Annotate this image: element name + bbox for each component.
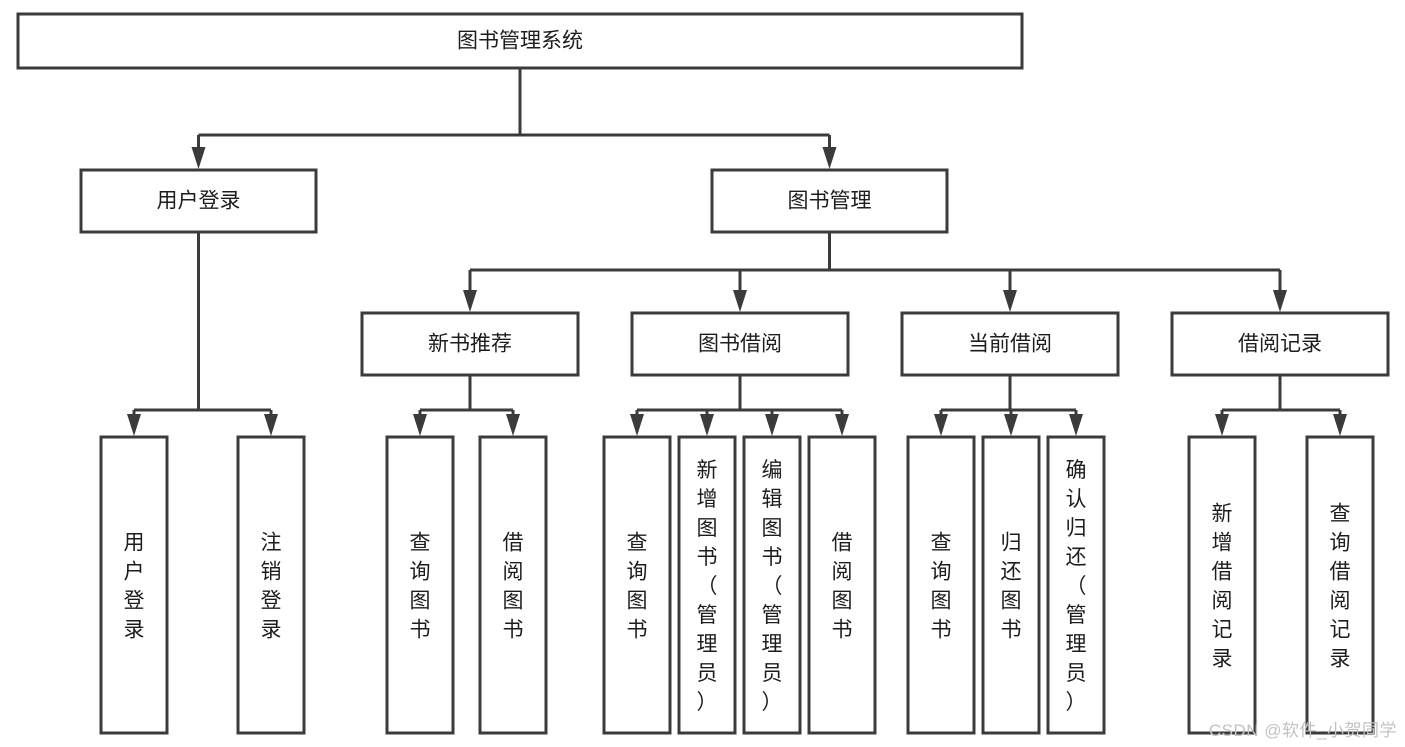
node-box-leaf-logout-login[interactable] [236, 435, 306, 735]
node-label-leaf-borrow-book-2: 借阅图书 [832, 532, 853, 642]
arrow-head-icon [413, 414, 427, 436]
node-label-leaf-add-borrow-record: 新增借阅记录 [1212, 503, 1233, 671]
arrow-head-icon [191, 147, 206, 169]
node-label-leaf-query-book-2: 查询图书 [627, 532, 648, 642]
connectors-layer [127, 68, 1347, 436]
node-label-new-book-recommend: 新书推荐 [428, 333, 512, 356]
arrow-head-icon [1069, 414, 1083, 436]
node-book-borrow[interactable]: 图书借阅 [630, 311, 850, 377]
node-root[interactable]: 图书管理系统 [16, 12, 1024, 70]
arrow-head-icon [700, 414, 714, 436]
node-label-borrow-record: 借阅记录 [1238, 333, 1322, 356]
arrow-head-icon [733, 290, 747, 312]
node-box-leaf-query-book-1[interactable] [385, 435, 455, 735]
arrow-head-icon [822, 147, 837, 169]
arrow-head-icon [934, 414, 948, 436]
node-label-leaf-confirm-return: 确认归还（管理员） [1066, 459, 1087, 714]
node-label-book-borrow: 图书借阅 [698, 333, 782, 356]
node-box-leaf-query-borrow-record[interactable] [1305, 435, 1375, 735]
arrow-head-icon [765, 414, 779, 436]
node-leaf-user-login[interactable]: 用户登录 [99, 435, 169, 735]
node-label-leaf-edit-book: 编辑图书（管理员） [762, 459, 783, 714]
node-borrow-record[interactable]: 借阅记录 [1170, 311, 1390, 377]
node-book-manage[interactable]: 图书管理 [710, 168, 949, 234]
node-new-book-recommend[interactable]: 新书推荐 [360, 311, 580, 377]
node-box-leaf-borrow-book-2[interactable] [807, 435, 877, 735]
node-leaf-query-book-2[interactable]: 查询图书 [602, 435, 672, 735]
arrow-head-icon [506, 414, 520, 436]
node-label-current-borrow: 当前借阅 [968, 333, 1052, 356]
arrow-head-icon [463, 290, 477, 312]
node-user-login[interactable]: 用户登录 [79, 168, 318, 234]
arrow-head-icon [835, 414, 849, 436]
node-box-leaf-return-book[interactable] [981, 435, 1041, 735]
node-leaf-return-book[interactable]: 归还图书 [981, 435, 1041, 735]
node-box-leaf-borrow-book-1[interactable] [478, 435, 548, 735]
node-box-user-login[interactable] [79, 168, 318, 234]
arrow-head-icon [630, 414, 644, 436]
node-box-root[interactable] [16, 12, 1024, 70]
node-box-leaf-user-login[interactable] [99, 435, 169, 735]
node-box-leaf-add-borrow-record[interactable] [1187, 435, 1257, 735]
arrow-head-icon [1215, 414, 1229, 436]
node-label-leaf-return-book: 归还图书 [1001, 532, 1022, 642]
node-leaf-edit-book[interactable]: 编辑图书（管理员） [742, 435, 802, 735]
node-leaf-query-book-3[interactable]: 查询图书 [906, 435, 976, 735]
node-box-leaf-query-book-2[interactable] [602, 435, 672, 735]
node-box-book-borrow[interactable] [630, 311, 850, 377]
node-box-leaf-edit-book[interactable] [742, 435, 802, 735]
node-box-book-manage[interactable] [710, 168, 949, 234]
node-leaf-query-book-1[interactable]: 查询图书 [385, 435, 455, 735]
node-box-leaf-query-book-3[interactable] [906, 435, 976, 735]
node-box-leaf-add-book[interactable] [677, 435, 737, 735]
node-label-user-login: 用户登录 [157, 190, 241, 213]
node-leaf-borrow-book-1[interactable]: 借阅图书 [478, 435, 548, 735]
node-label-root: 图书管理系统 [457, 30, 583, 53]
node-label-leaf-logout-login: 注销登录 [261, 532, 282, 642]
node-box-current-borrow[interactable] [900, 311, 1120, 377]
node-leaf-add-book[interactable]: 新增图书（管理员） [677, 435, 737, 735]
arrow-head-icon [1004, 414, 1018, 436]
node-current-borrow[interactable]: 当前借阅 [900, 311, 1120, 377]
node-box-new-book-recommend[interactable] [360, 311, 580, 377]
node-box-borrow-record[interactable] [1170, 311, 1390, 377]
node-label-leaf-user-login: 用户登录 [124, 532, 145, 642]
arrow-head-icon [127, 414, 141, 436]
node-leaf-query-borrow-record[interactable]: 查询借阅记录 [1305, 435, 1375, 735]
arrow-head-icon [1333, 414, 1347, 436]
node-label-leaf-query-book-1: 查询图书 [410, 532, 431, 642]
nodes-layer: 图书管理系统用户登录图书管理新书推荐图书借阅当前借阅借阅记录用户登录注销登录查询… [16, 12, 1390, 735]
node-label-book-manage: 图书管理 [788, 190, 872, 213]
node-label-leaf-borrow-book-1: 借阅图书 [503, 532, 524, 642]
arrow-head-icon [1003, 290, 1017, 312]
node-label-leaf-add-book: 新增图书（管理员） [697, 459, 718, 714]
node-box-leaf-confirm-return[interactable] [1046, 435, 1106, 735]
node-leaf-confirm-return[interactable]: 确认归还（管理员） [1046, 435, 1106, 735]
node-leaf-borrow-book-2[interactable]: 借阅图书 [807, 435, 877, 735]
node-label-leaf-query-book-3: 查询图书 [931, 532, 952, 642]
csdn-watermark: CSDN @软件_小贺同学 [1208, 721, 1397, 740]
node-label-leaf-query-borrow-record: 查询借阅记录 [1330, 503, 1351, 671]
node-leaf-add-borrow-record[interactable]: 新增借阅记录 [1187, 435, 1257, 735]
node-leaf-logout-login[interactable]: 注销登录 [236, 435, 306, 735]
arrow-head-icon [264, 414, 278, 436]
arrow-head-icon [1273, 290, 1287, 312]
